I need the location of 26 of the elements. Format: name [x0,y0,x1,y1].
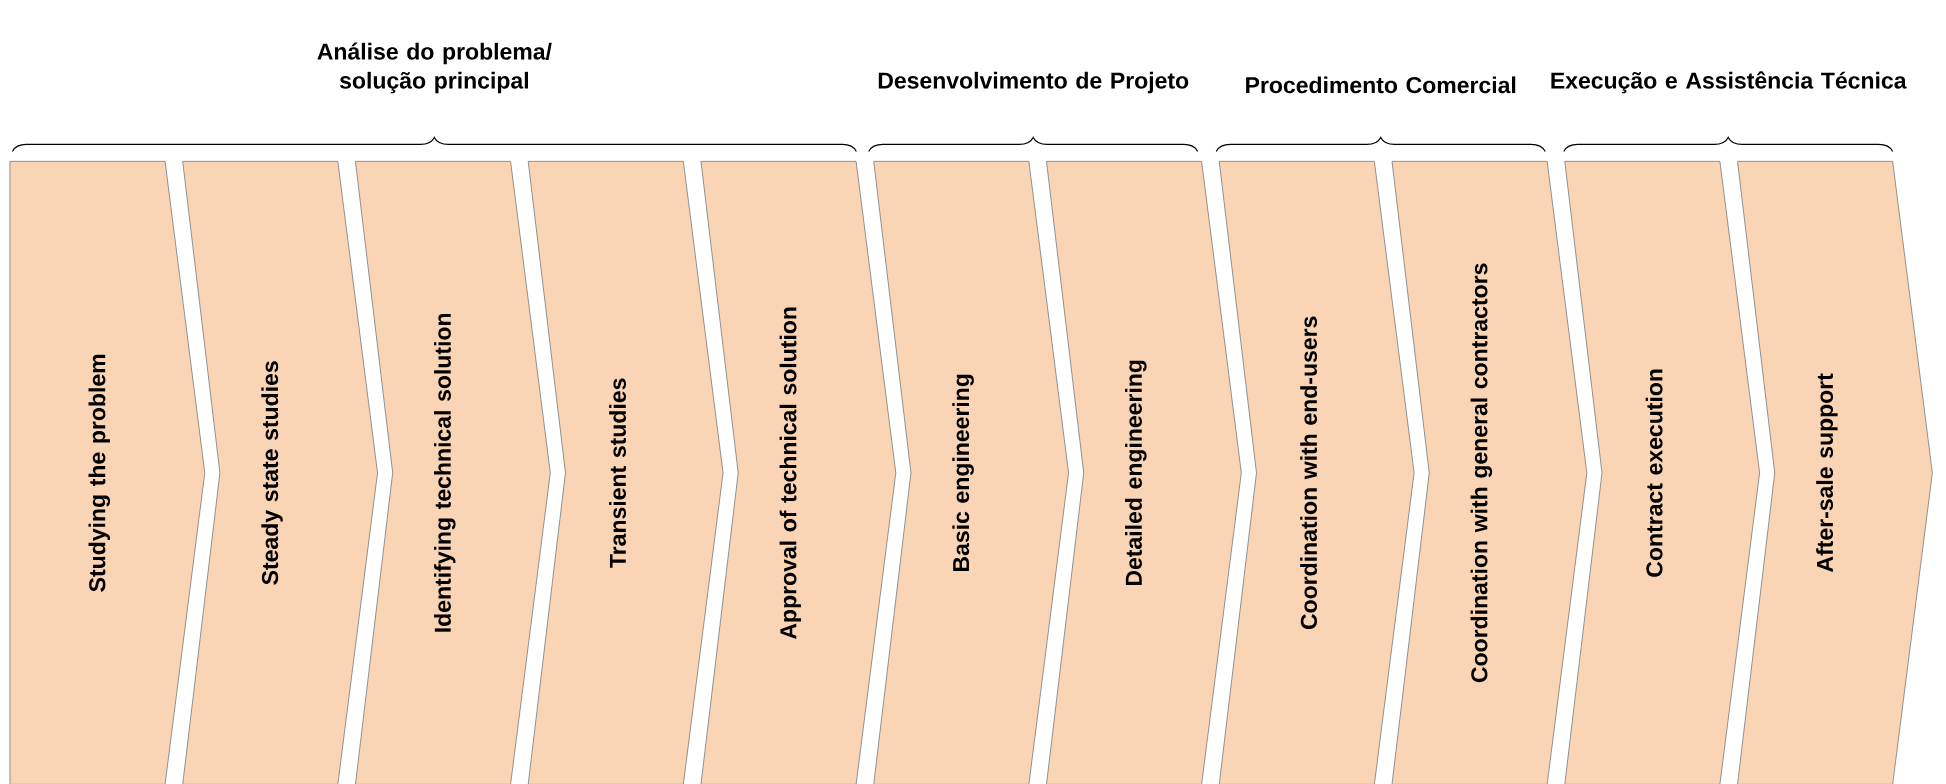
chevron-step: Studying the problem [9,160,206,784]
phase-heading: Procedimento Comercial [1246,76,1516,94]
node-label: Coordination with general contractors [1470,263,1493,682]
chevron-step: Coordination with end-users [1218,160,1415,784]
node-label: Studying the problem [88,354,111,592]
node-label: Steady state studies [261,361,283,585]
chevron-step: Detailed engineering [1046,160,1242,784]
phase-heading: Execução e Assistência Técnica [1551,71,1907,94]
chevron-step: Coordination with general contractors [1391,160,1588,784]
node-label: After-sale support [1816,373,1838,572]
chevron-step: Identifying technical solution [355,160,551,784]
node-label: Identifying technical solution [434,313,456,632]
node-label: Coordination with end-users [1300,316,1318,629]
chevron-step: After-sale support [1737,160,1933,784]
chevron-step: Basic engineering [873,160,1069,784]
node-label: Detailed engineering [1125,360,1147,585]
phase-heading: Análise do problema/ solução principal [317,42,552,94]
chevron-step: Contract execution [1564,160,1760,784]
node-label: Transient studies [609,378,627,568]
node-label: Basic engineering [952,374,974,571]
phase-heading: Desenvolvimento de Projeto [878,71,1189,94]
chevron-step: Steady state studies [182,160,378,784]
node-label: Approval of technical solution [779,307,802,639]
chevron-step: Transient studies [527,160,724,784]
node-label: Contract execution [1645,369,1663,577]
chevron-step: Approval of technical solution [700,160,897,784]
